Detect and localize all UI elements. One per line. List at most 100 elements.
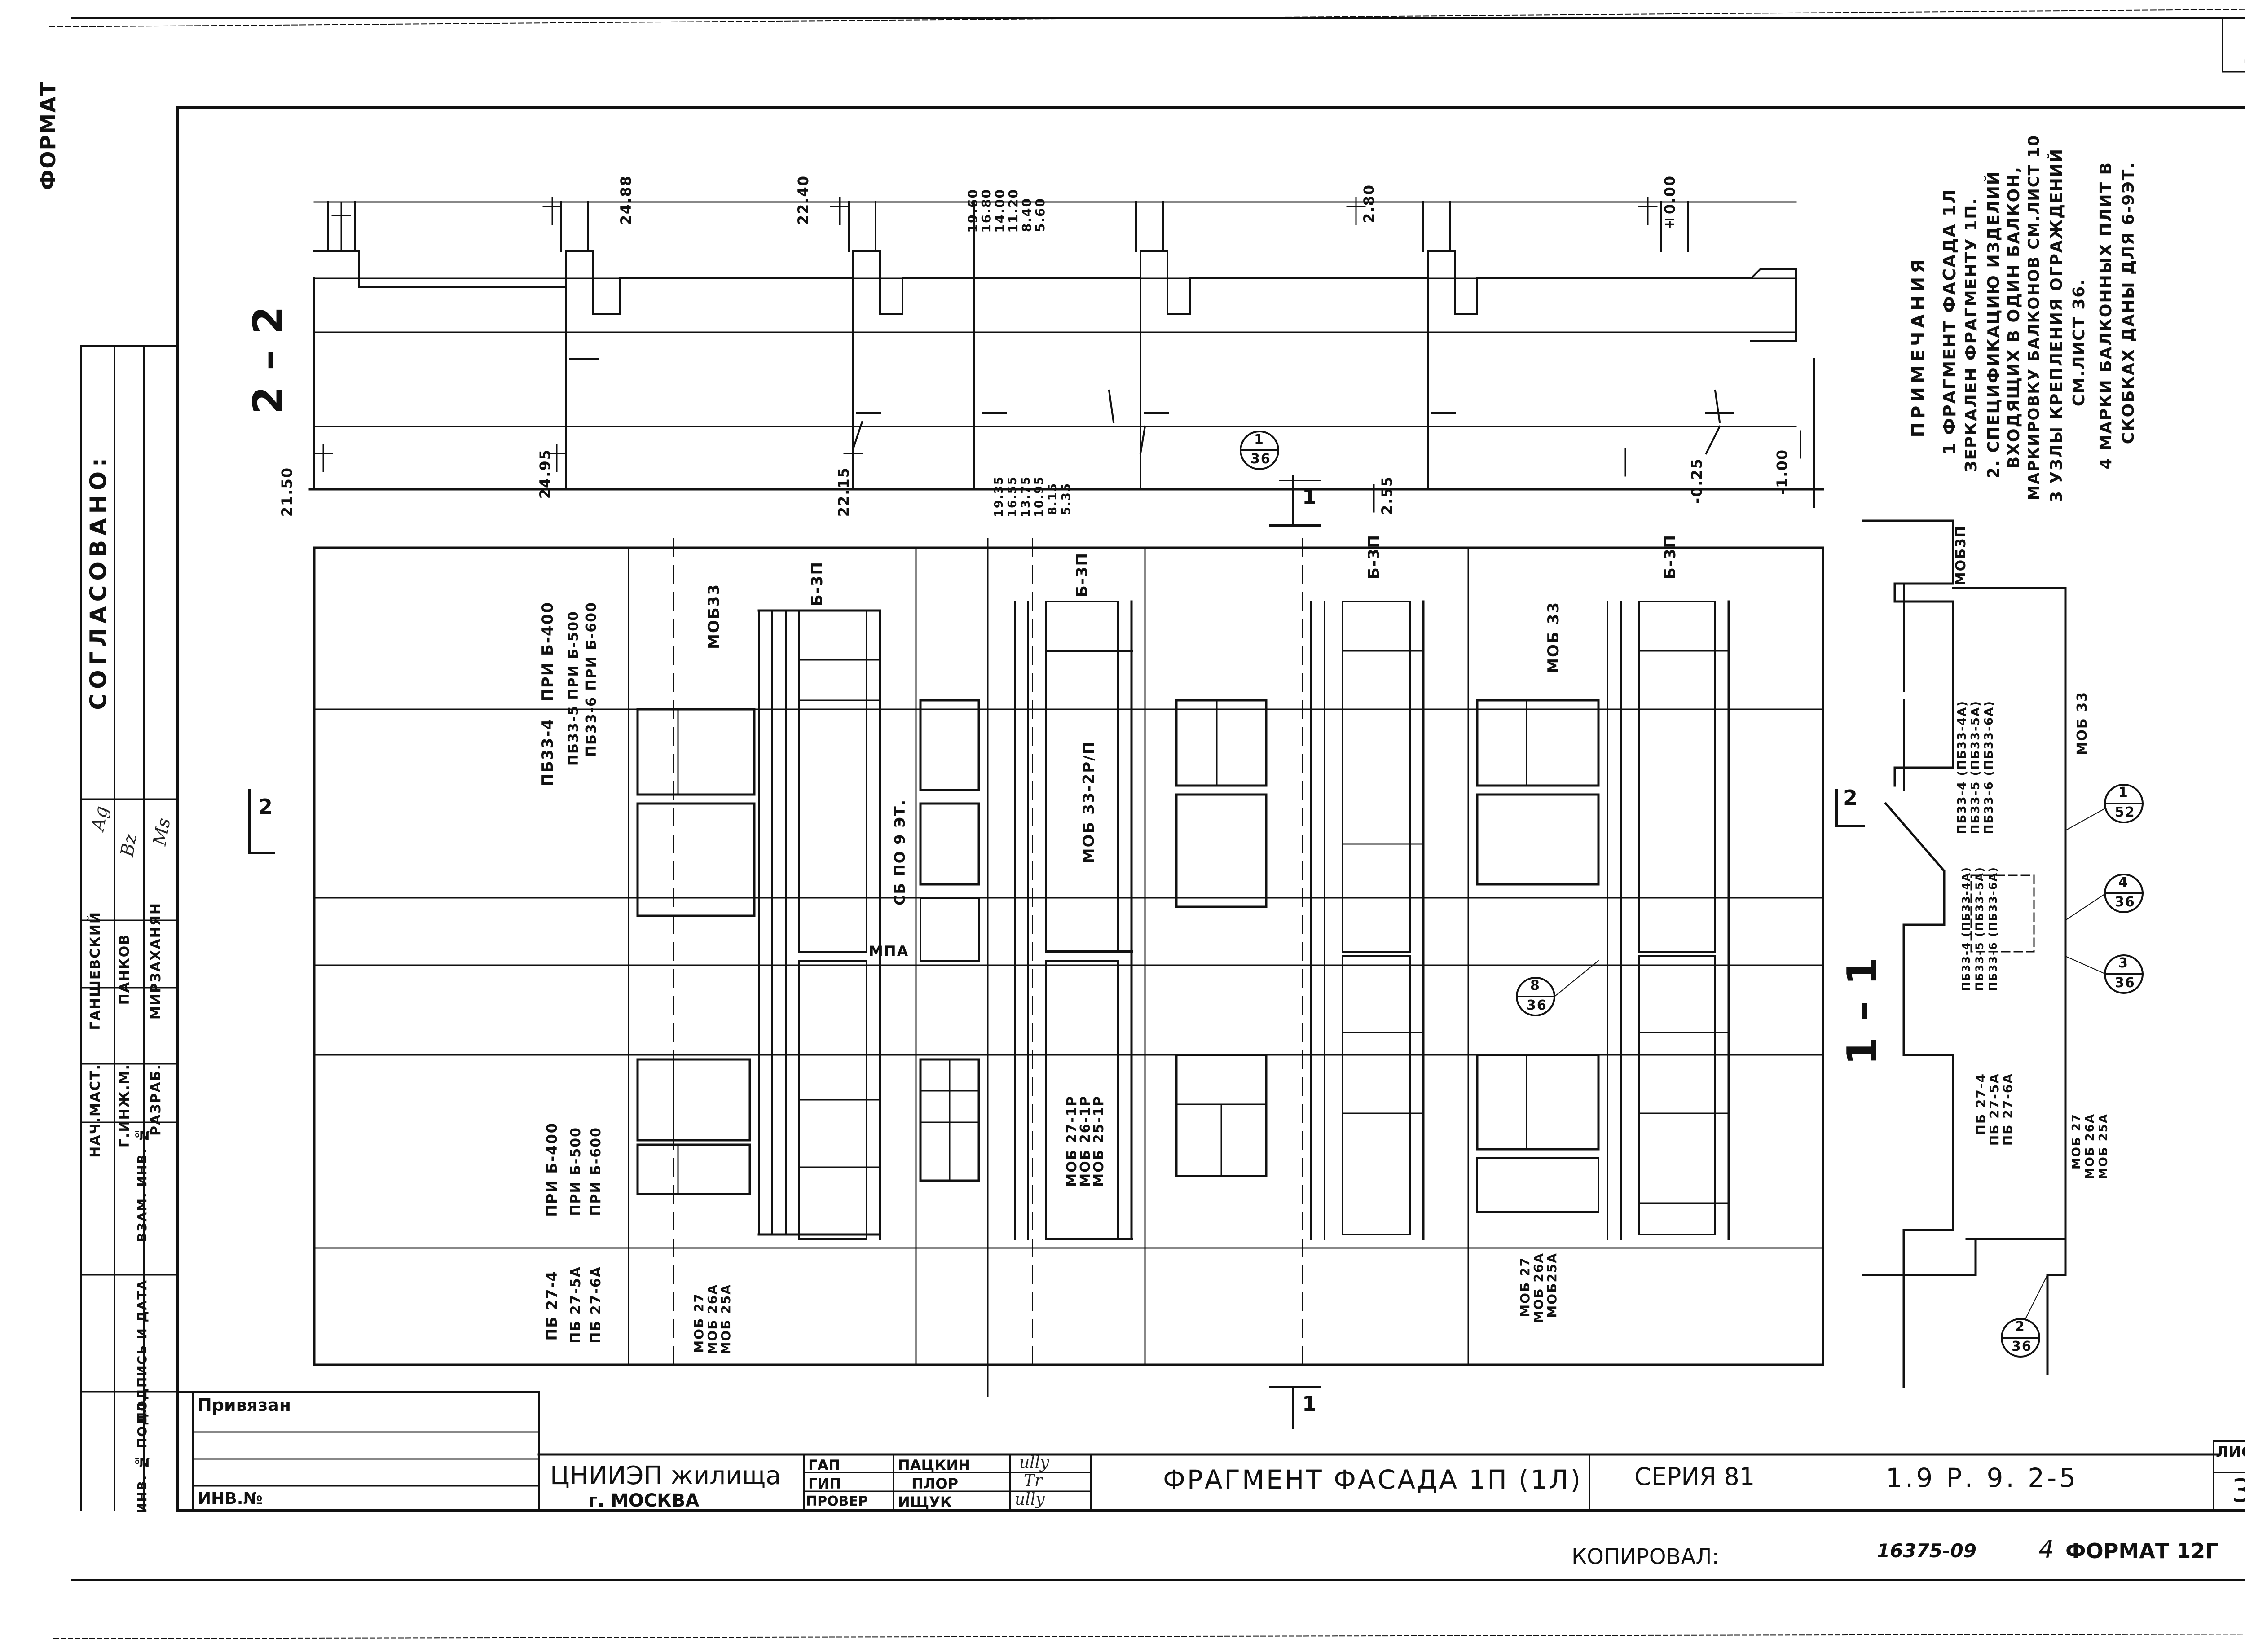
elev-11-20: 11.20 bbox=[1006, 189, 1021, 233]
elev-13-75: 13.75 bbox=[1019, 476, 1033, 518]
note-line-1: 1 ФРАГМЕНТ ФАСАДА 1Л bbox=[1940, 189, 1959, 455]
signature-1: Ag bbox=[87, 804, 112, 832]
tb-code: 1.9 Р. 9. 2-5 bbox=[1886, 1463, 2079, 1493]
tb-inv-no: ИНВ.№ bbox=[198, 1489, 263, 1508]
label-mob25-1p: МОБ 25-1Р bbox=[1091, 1095, 1107, 1187]
tb-series: СЕРИЯ 81 bbox=[1634, 1463, 1755, 1491]
facade-geometry bbox=[248, 475, 1865, 1429]
callout-1-52-bottom: 52 bbox=[2115, 804, 2135, 820]
elev-19-35: 19.35 bbox=[992, 476, 1006, 518]
elev-10-95: 10.95 bbox=[1033, 476, 1046, 518]
note-line-5: МАРКИРОВКУ БАЛКОНОВ СМ.ЛИСТ 10 bbox=[2025, 135, 2043, 501]
callout-1-36-bottom: 36 bbox=[1250, 451, 1271, 467]
label-mob3p-plan: МОБ3П bbox=[1953, 525, 1969, 586]
left-col-vzam: ВЗАМ. ИНВ. № bbox=[135, 1127, 150, 1242]
label-pb33-6: ПБ33-6 ПРИ Б-600 bbox=[584, 602, 599, 757]
tb-name-gip: ПЛОР bbox=[911, 1475, 959, 1492]
notes-block: ПРИМЕЧАНИЯ 1 ФРАГМЕНТ ФАСАДА 1Л ЗЕРКАЛЕН… bbox=[1908, 135, 2214, 502]
label-pb27-5a: ПБ 27-5А bbox=[568, 1266, 584, 1344]
tb-org-line-1: ЦНИИЭП жилища bbox=[550, 1461, 781, 1490]
callout-4-36-bottom: 36 bbox=[2115, 894, 2135, 910]
elev-5-35: 5.35 bbox=[1060, 483, 1073, 515]
elev-minus-1-00: -1.00 bbox=[1774, 449, 1791, 495]
label-mob25a-left: МОБ 25А bbox=[718, 1284, 733, 1355]
tb-role-prover: ПРОВЕР bbox=[806, 1494, 868, 1509]
note-line-3: 2. СПЕЦИФИКАЦИЮ ИЗДЕЛИЙ bbox=[1985, 171, 2003, 479]
label-mob33-a: МОБ33 bbox=[705, 584, 723, 649]
label-b3p-3: Б-3П bbox=[1365, 534, 1383, 580]
plan-1-1-geometry bbox=[1862, 519, 2067, 1388]
label-pb33-5a: ПБ33-5 (ПБ33-5А) bbox=[1969, 700, 1982, 835]
tb-org-line-2: г. МОСКВА bbox=[588, 1490, 700, 1511]
label-pri-b500: ПРИ Б-500 bbox=[568, 1127, 584, 1216]
left-soglasovano: СОГЛАСОВАНО: bbox=[85, 453, 111, 710]
note-line-6: 3 УЗЛЫ КРЕПЛЕНИЯ ОГРАЖДЕНИЙ bbox=[2047, 148, 2066, 503]
sheet-number-topright: 4 bbox=[2243, 36, 2245, 78]
section-2-2-title: 2 – 2 bbox=[245, 305, 292, 414]
signature-2: Bz bbox=[117, 832, 141, 858]
label-sb-po-9: СБ ПО 9 ЭТ. bbox=[891, 799, 908, 906]
left-col-podpis: ПОДПИСЬ И ДАТА bbox=[135, 1279, 150, 1423]
left-name-1: ГАНШЕВСКИЙ bbox=[88, 911, 103, 1030]
tb-sheet-label: ЛИСТ bbox=[2216, 1443, 2245, 1461]
tb-role-gip: ГИП bbox=[808, 1475, 841, 1492]
elev-22-15: 22.15 bbox=[835, 467, 852, 517]
tb-name-prover: ИЩУК bbox=[898, 1494, 952, 1511]
label-pri-b400: ПРИ Б-400 bbox=[539, 602, 557, 702]
elev-22-40: 22.40 bbox=[795, 175, 812, 225]
elev-16-55: 16.55 bbox=[1006, 476, 1019, 518]
balcony-1-geometry bbox=[757, 609, 881, 1240]
tb-signature-gap: ully bbox=[1019, 1454, 1049, 1472]
left-role-2: Г.ИНЖ.М. bbox=[117, 1064, 132, 1148]
label-pri-b600: ПРИ Б-600 bbox=[588, 1127, 604, 1216]
elev-8-40: 8.40 bbox=[1019, 198, 1034, 233]
label-mob27-right: МОБ 27 bbox=[1518, 1257, 1532, 1317]
tb-copied: КОПИРОВАЛ: bbox=[1572, 1544, 1719, 1569]
elev-0-00: ±0.00 bbox=[1661, 175, 1678, 232]
note-line-7: СМ.ЛИСТ 36. bbox=[2070, 278, 2088, 407]
elev-14-00: 14.00 bbox=[992, 189, 1007, 233]
callout-1-52-top: 1 bbox=[2118, 785, 2129, 800]
label-pb33-4b: ПБ33-4 (ПБ33-4А) bbox=[1960, 866, 1972, 991]
label-b3p-2: Б-3П bbox=[1073, 552, 1091, 598]
label-mpa: МПА bbox=[869, 943, 909, 960]
title-block-geometry bbox=[176, 1391, 2245, 1512]
tb-format-number: 4 bbox=[2038, 1535, 2054, 1564]
elev-2-55: 2.55 bbox=[1378, 476, 1395, 515]
notes-title: ПРИМЕЧАНИЯ bbox=[1908, 256, 1929, 438]
label-mob33-2p: МОБ 33-2Р/П bbox=[1080, 741, 1098, 864]
elev-16-80: 16.80 bbox=[979, 189, 994, 233]
label-b3p-4: Б-3П bbox=[1661, 534, 1679, 580]
tb-format: ФОРМАТ 12Г bbox=[2065, 1539, 2219, 1563]
callout-8-36-bottom: 36 bbox=[1527, 997, 1547, 1013]
left-role-1: НАЧ.МАСТ. bbox=[88, 1064, 103, 1158]
label-mob25a-plan: МОБ 25А bbox=[2097, 1113, 2110, 1180]
tb-sheet-number: 3 bbox=[2232, 1472, 2245, 1509]
left-role-3: РАЗРАБ. bbox=[148, 1064, 164, 1136]
label-mob26a-plan: МОБ 26А bbox=[2083, 1113, 2097, 1180]
left-approval-strip bbox=[80, 345, 178, 1511]
label-pb33-6b: ПБ33-6 (ПБ33-6А) bbox=[1987, 866, 1999, 991]
elev-21-50: 21.50 bbox=[278, 467, 295, 517]
label-pb27-6a: ПБ 27-6А bbox=[588, 1266, 604, 1344]
label-b3p-1: Б-3П bbox=[808, 561, 826, 606]
label-pb33-5: ПБ33-5 ПРИ Б-500 bbox=[566, 611, 581, 766]
label-pb33-4: ПБ33-4 bbox=[539, 718, 557, 786]
left-name-2: ПАНКОВ bbox=[117, 934, 132, 1005]
callout-circles bbox=[1240, 431, 2144, 1358]
section-2-2-geometry bbox=[308, 201, 1824, 508]
callout-3-36-bottom: 36 bbox=[2115, 975, 2135, 991]
callout-2-36-bottom: 36 bbox=[2012, 1339, 2032, 1354]
label-pb33-4a: ПБ33-4 (ПБ33-4А) bbox=[1955, 700, 1969, 835]
label-pb27-5a-plan: ПБ 27-5А bbox=[1987, 1073, 2002, 1146]
callout-3-36-top: 3 bbox=[2118, 955, 2129, 971]
elev-24-88: 24.88 bbox=[617, 175, 634, 225]
callout-2-36-top: 2 bbox=[2015, 1319, 2025, 1335]
tb-name-gap: ПАЦКИН bbox=[898, 1457, 970, 1474]
label-pb27-6a-plan: ПБ 27-6А bbox=[2000, 1073, 2015, 1146]
label-mob27-left: МОБ 27 bbox=[691, 1293, 706, 1353]
label-pb33-5b: ПБ33-5 (ПБ33-5А) bbox=[1973, 866, 1986, 991]
callout-1-36-top: 1 bbox=[1254, 432, 1264, 448]
section-marker-1-bottom: 1 bbox=[1302, 1392, 1318, 1416]
